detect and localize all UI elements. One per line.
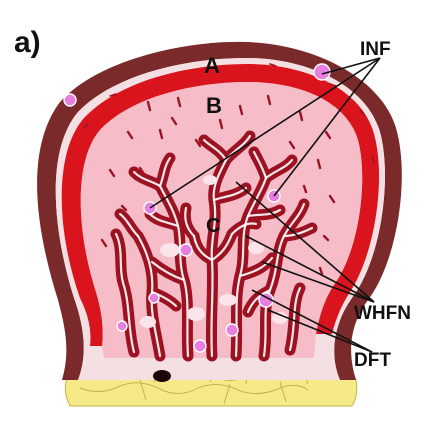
label-dft: DFT xyxy=(354,350,391,371)
tissue-gap xyxy=(203,175,217,185)
pink-spot xyxy=(64,94,76,106)
pink-spot xyxy=(194,340,206,352)
pink-spot xyxy=(149,293,159,303)
pink-spot xyxy=(226,324,238,336)
tissue-gap xyxy=(272,312,288,324)
label-b: B xyxy=(206,93,222,118)
label-inf: INF xyxy=(360,39,391,60)
tissue-gap xyxy=(187,307,205,321)
tissue-gap xyxy=(160,243,180,257)
label-c: C xyxy=(206,215,220,237)
follicle-bulb xyxy=(153,370,171,382)
label-a: A xyxy=(204,53,220,78)
tissue-gap xyxy=(140,316,156,328)
pink-spot xyxy=(117,321,127,331)
panel-label: a) xyxy=(14,26,41,59)
pink-spot xyxy=(180,244,192,256)
tissue-gap xyxy=(219,294,237,306)
label-whfn: WHFN xyxy=(354,303,411,324)
